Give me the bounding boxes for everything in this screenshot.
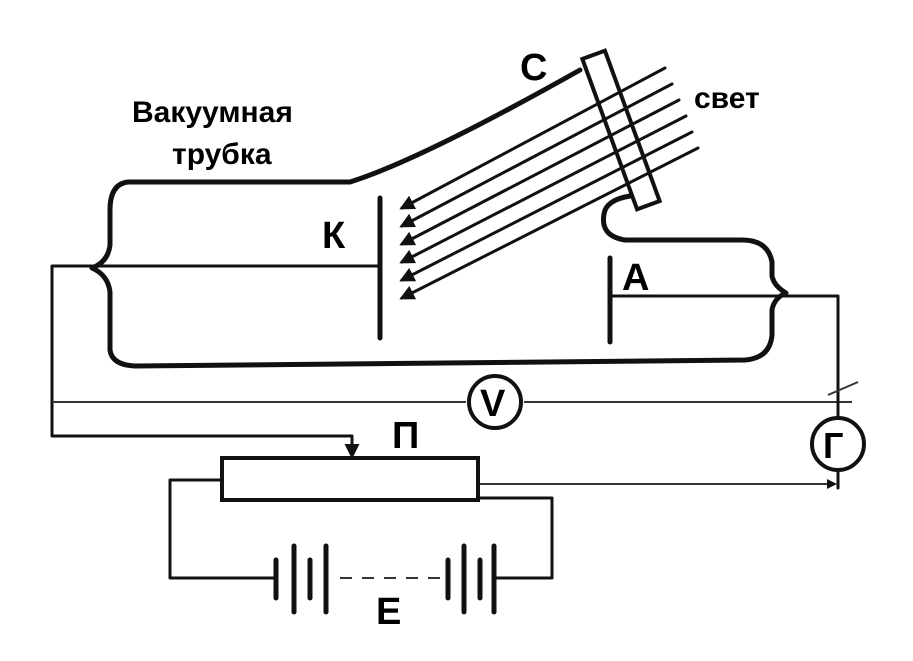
galvanometer-tick [827,381,859,396]
label-light: свет [694,82,760,115]
cathode-wire [50,264,382,459]
battery-wire-left [168,478,276,580]
label-anode: А [622,257,649,299]
voltmeter [467,374,523,430]
battery-wire-right [476,496,554,580]
label-potentiometer: П [392,415,419,457]
vacuum-tube-outline [89,179,789,369]
light-rays [399,66,700,300]
label-vacuum-tube-line1: Вакуумная [132,96,293,129]
label-window: С [520,47,547,89]
label-vacuum-tube-line2: трубка [172,138,272,171]
label-galvanometer: Г [823,425,843,466]
label-battery: Е [376,591,401,633]
label-voltmeter: V [480,383,506,425]
battery-cells [273,543,497,615]
anode-wire [608,294,840,420]
vacuum-tube-neck [347,67,583,185]
label-cathode: К [322,215,346,257]
potentiometer [220,456,480,502]
